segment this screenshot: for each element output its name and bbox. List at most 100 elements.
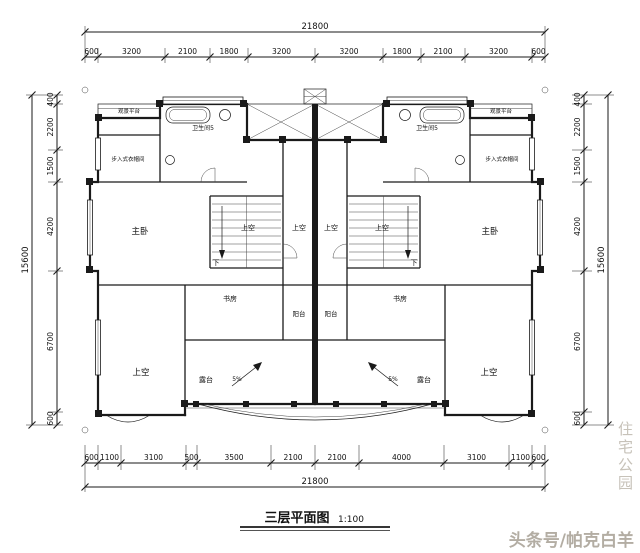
- dimension-line: [28, 91, 36, 99]
- dimension-label: 3200: [489, 47, 508, 56]
- dimension-label: 600: [84, 47, 99, 56]
- dimension-label: 3100: [467, 453, 486, 462]
- dimension-line: [580, 146, 588, 154]
- dimension-line: [417, 53, 425, 61]
- dimension-line: [580, 267, 588, 275]
- corner-bubbles: [81, 86, 549, 434]
- dimension-line: [53, 408, 61, 416]
- room-label-master-right: 主卧: [481, 226, 499, 237]
- dimension-label: 600: [573, 411, 582, 426]
- dimension-label: 3100: [144, 453, 163, 462]
- room-label-terrace-left: 露台: [199, 375, 213, 384]
- dimension-label: 2100: [433, 47, 452, 56]
- dimension-line: [580, 421, 588, 429]
- dimension-label: 600: [84, 453, 99, 462]
- dimension-label: 6700: [573, 332, 582, 351]
- dimension-line: [528, 53, 536, 61]
- room-label-void-stair-right: 上空: [375, 223, 389, 232]
- slope-label-left: 5%: [232, 376, 242, 383]
- dimension-line: [311, 53, 319, 61]
- stair-down-label-left: 下: [213, 259, 220, 267]
- dimension-label: 600: [531, 453, 546, 462]
- dimension-label: 15600: [597, 246, 607, 273]
- dimension-layer: 600 3200 2100 1800 3200 3200 1800 2100 3200 600 21…: [21, 22, 614, 492]
- dimension-line: [311, 459, 319, 467]
- center-geometry: [197, 88, 433, 421]
- dimension-line: [206, 53, 214, 61]
- room-labels: 观景平台 观景平台 卫生间5 卫生间5 步入式衣帽间 步入式衣帽间 主卧 主卧 …: [111, 107, 518, 384]
- room-label-closet-right: 步入式衣帽间: [485, 155, 518, 163]
- dimension-line: [355, 459, 363, 467]
- room-label-study-left: 书房: [223, 294, 237, 303]
- dimension-label: 3200: [122, 47, 141, 56]
- dimension-line: [53, 178, 61, 186]
- room-label-void-terrace-left: 上空: [132, 367, 149, 378]
- dimension-line: [541, 28, 549, 36]
- dimension-line: [81, 53, 89, 61]
- dimension-line: [541, 483, 549, 491]
- dimension-label: 4200: [46, 217, 55, 236]
- room-label-platform-left: 观景平台: [118, 107, 141, 115]
- dimension-line: [580, 408, 588, 416]
- dimension-line: [541, 53, 549, 61]
- dimension-label: 6700: [46, 332, 55, 351]
- dimension-label: 1500: [573, 156, 582, 175]
- dimension-line: [117, 459, 125, 467]
- watermark-credit: 头条号/帕克白羊: [508, 531, 634, 551]
- room-label-void-stair-left: 上空: [241, 223, 255, 232]
- dimension-label: 2200: [573, 117, 582, 136]
- room-label-closet-left: 步入式衣帽间: [111, 155, 144, 163]
- dimension-line: [580, 91, 588, 99]
- dimension-label: 2200: [46, 117, 55, 136]
- dimension-label: 500: [184, 453, 199, 462]
- dimension-label: 2100: [178, 47, 197, 56]
- dimension-label: 21800: [301, 477, 328, 487]
- dimension-line: [461, 53, 469, 61]
- dimension-line: [580, 178, 588, 186]
- dimension-line: [28, 421, 36, 429]
- dimension-label: 3500: [224, 453, 243, 462]
- dimension-label: 2100: [327, 453, 346, 462]
- room-label-balcony-right: 阳台: [325, 309, 338, 318]
- room-label-master-left: 主卧: [131, 226, 149, 237]
- room-label-void-hall-left: 上空: [292, 223, 306, 232]
- room-label-bath-left: 卫生间5: [192, 124, 214, 132]
- dimension-line: [182, 459, 190, 467]
- dimension-label: 1800: [392, 47, 411, 56]
- dimension-label: 3200: [339, 47, 358, 56]
- room-label-void-terrace-right: 上空: [480, 367, 497, 378]
- dimension-label: 4000: [392, 453, 411, 462]
- dimension-line: [53, 91, 61, 99]
- watermark-vertical: 住宅公园: [616, 421, 634, 493]
- dimension-line: [505, 459, 513, 467]
- dimension-label: 3200: [272, 47, 291, 56]
- dimension-label: 4200: [573, 217, 582, 236]
- dimension-line: [53, 267, 61, 275]
- dimension-line: [53, 100, 61, 108]
- dimension-line: [81, 459, 89, 467]
- dimension-line: [193, 459, 201, 467]
- dimension-label: 15600: [21, 246, 31, 273]
- dimension-line: [81, 483, 89, 491]
- dimension-label: 1100: [100, 453, 119, 462]
- dimension-label: 1800: [219, 47, 238, 56]
- dimension-line: [53, 146, 61, 154]
- room-label-platform-right: 观景平台: [490, 107, 513, 115]
- drawing-scale: 1:100: [338, 515, 364, 525]
- dimension-line: [440, 459, 448, 467]
- dimension-line: [604, 421, 612, 429]
- dimension-line: [379, 53, 387, 61]
- room-label-void-hall-right: 上空: [324, 223, 338, 232]
- dimension-line: [541, 459, 549, 467]
- dimension-label: 600: [46, 411, 55, 426]
- dimension-label: 2100: [283, 453, 302, 462]
- room-label-bath-right: 卫生间5: [416, 124, 438, 132]
- dimension-label: 600: [531, 47, 546, 56]
- slope-label-right: 5%: [388, 376, 398, 383]
- dimension-label: 400: [573, 92, 582, 107]
- dimension-line: [161, 53, 169, 61]
- dimension-line: [53, 421, 61, 429]
- stair-down-label-right: 下: [411, 259, 418, 267]
